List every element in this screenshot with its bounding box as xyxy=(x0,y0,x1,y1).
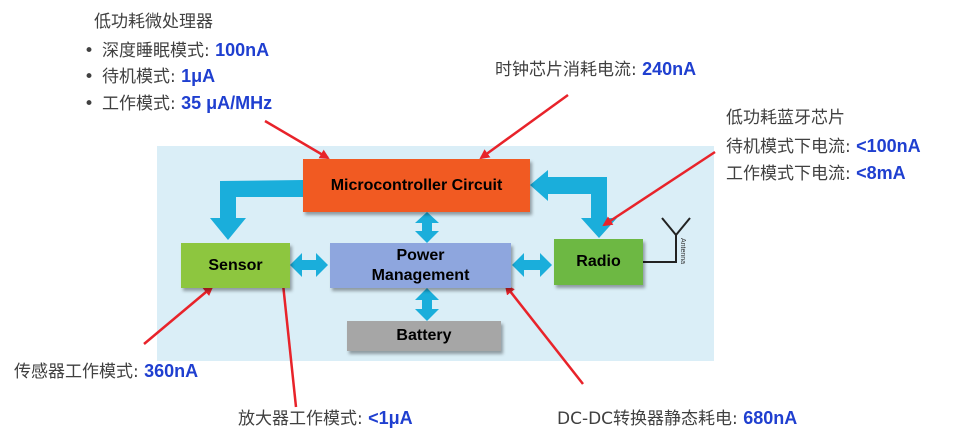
mcu-note-item: • 待机模式: 1μA xyxy=(84,65,215,88)
radio-label: Radio xyxy=(576,253,621,270)
radio-note-standby-label: 待机模式下电流: xyxy=(726,137,857,157)
radio-note-title: 低功耗蓝牙芯片 xyxy=(726,108,845,128)
mcu-note-item-label: 工作模式: xyxy=(102,94,182,114)
amp-note: 放大器工作模式: <1μA xyxy=(238,407,413,430)
power-management-block: Power Management xyxy=(330,243,511,288)
radio-note-active-value: <8mA xyxy=(856,163,906,183)
radio-note-active-label: 工作模式下电流: xyxy=(726,164,857,184)
antenna-icon xyxy=(643,217,691,263)
callout-arrow-sensor xyxy=(143,285,214,345)
mcu-note-item-value: 100nA xyxy=(215,40,270,60)
battery-block: Battery xyxy=(347,321,501,351)
callout-arrow-mcu xyxy=(264,119,330,160)
power-management-label: Power Management xyxy=(371,246,470,284)
bullet-icon: • xyxy=(84,41,95,61)
mcu-note-item-value: 1μA xyxy=(181,66,216,86)
sensor-note-value: 360nA xyxy=(144,361,199,381)
callout-arrow-clock xyxy=(479,93,569,160)
bullet-icon: • xyxy=(84,94,95,114)
clock-note-value: 240nA xyxy=(642,59,697,79)
connector-sensor-power xyxy=(290,253,328,277)
radio-note-standby: 待机模式下电流: <100nA xyxy=(726,135,921,158)
amp-note-label: 放大器工作模式: xyxy=(238,409,369,429)
connector-mcu-sensor xyxy=(210,180,303,240)
mcu-block: Microcontroller Circuit xyxy=(303,159,530,212)
mcu-note-item: • 工作模式: 35 μA/MHz xyxy=(84,92,272,115)
radio-block: Radio xyxy=(554,239,643,285)
amp-note-value: <1μA xyxy=(368,408,413,428)
bullet-icon: • xyxy=(84,67,95,87)
clock-note: 时钟芯片消耗电流: 240nA xyxy=(495,58,696,81)
mcu-note-item: • 深度睡眠模式: 100nA xyxy=(84,39,269,62)
connector-power-radio xyxy=(512,253,552,277)
mcu-note-item-label: 深度睡眠模式: xyxy=(102,41,216,61)
clock-note-label: 时钟芯片消耗电流: xyxy=(495,60,643,80)
sensor-label: Sensor xyxy=(208,256,263,274)
dcdc-note: DC-DC转换器静态耗电: 680nA xyxy=(557,407,797,430)
mcu-note-title: 低功耗微处理器 xyxy=(94,12,213,32)
sensor-note-label: 传感器工作模式: xyxy=(14,362,145,382)
antenna-label: Antenna xyxy=(679,238,686,265)
battery-label: Battery xyxy=(396,327,452,344)
callout-arrow-dcdc xyxy=(504,284,584,385)
sensor-block: Sensor xyxy=(181,243,290,288)
mcu-label: Microcontroller Circuit xyxy=(330,176,503,194)
connector-mcu-power xyxy=(415,212,439,243)
radio-note-standby-value: <100nA xyxy=(856,136,921,156)
radio-note-active: 工作模式下电流: <8mA xyxy=(726,162,906,185)
connector-radio-mcu xyxy=(530,170,617,238)
sensor-note: 传感器工作模式: 360nA xyxy=(14,360,198,383)
callout-arrow-radio xyxy=(602,150,716,227)
dcdc-note-value: 680nA xyxy=(743,408,798,428)
connector-power-battery xyxy=(415,288,439,321)
mcu-note-item-label: 待机模式: xyxy=(102,67,182,87)
dcdc-note-label: DC-DC转换器静态耗电: xyxy=(557,409,744,429)
mcu-note-item-value: 35 μA/MHz xyxy=(181,93,273,113)
